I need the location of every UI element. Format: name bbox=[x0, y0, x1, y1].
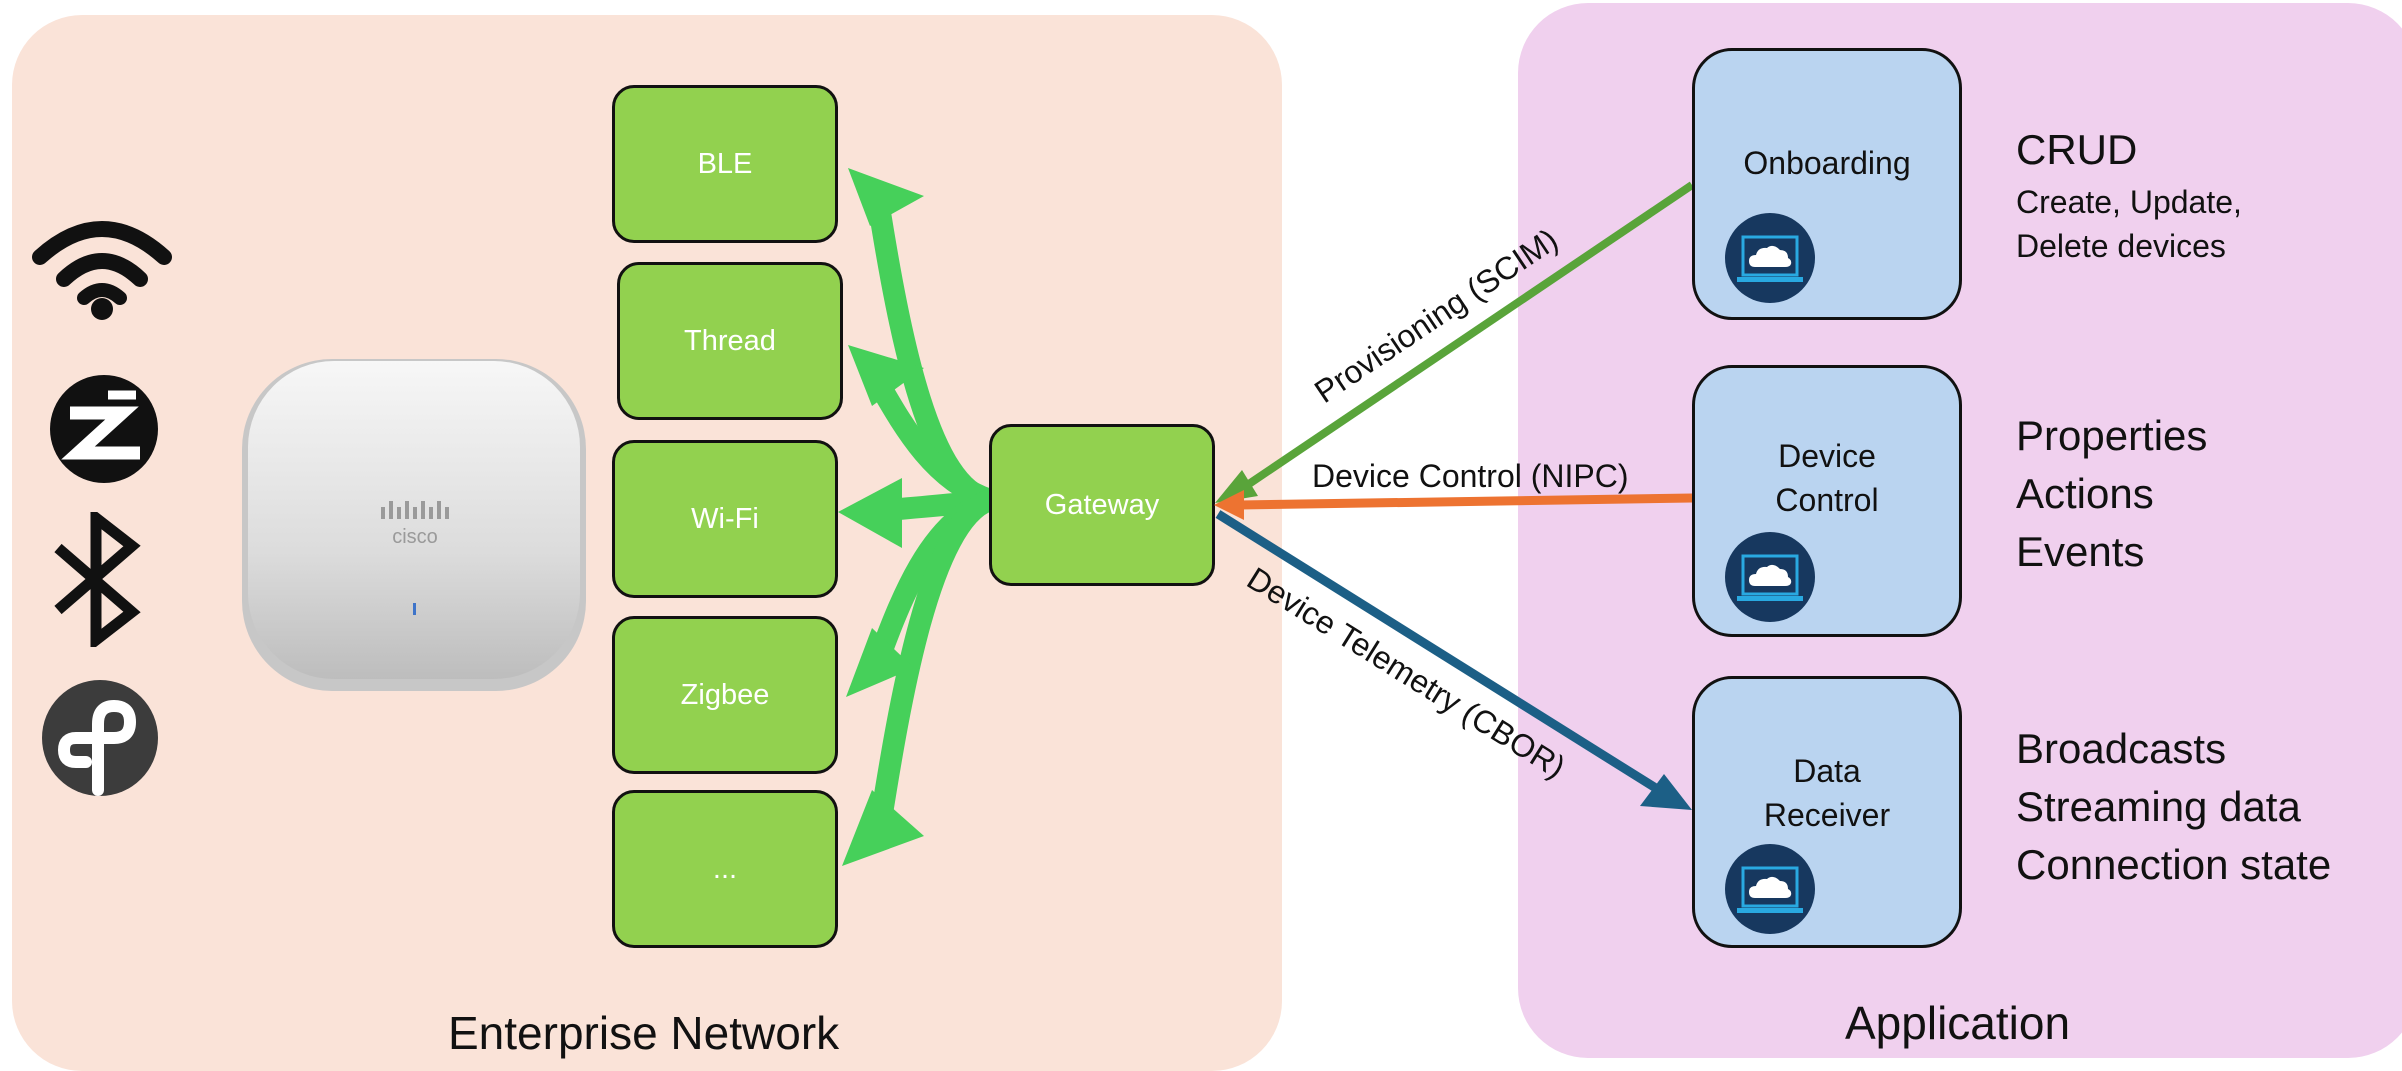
arrowhead-more bbox=[842, 790, 924, 866]
device-control-service: Device Control bbox=[1692, 365, 1962, 637]
bluetooth-icon bbox=[54, 512, 141, 647]
data-feature-connection-state: Connection state bbox=[2016, 841, 2332, 888]
gateway-box: Gateway bbox=[989, 424, 1215, 586]
zwave-icon bbox=[50, 375, 158, 483]
onboarding-label: Onboarding bbox=[1743, 145, 1911, 181]
data-receiver-label-2: Receiver bbox=[1763, 797, 1891, 833]
telemetry-line bbox=[1215, 510, 1673, 801]
arrowhead-zigbee bbox=[846, 628, 914, 697]
arrowhead-wifi bbox=[838, 478, 902, 548]
protocol-box-zigbee: Zigbee bbox=[612, 616, 838, 774]
device-control-label-1: Device bbox=[1778, 438, 1876, 474]
data-receiver-service: Data Receiver bbox=[1692, 676, 1962, 948]
device-control-label: Device Control (NIPC) bbox=[1312, 458, 1629, 494]
svg-text:cisco: cisco bbox=[392, 526, 438, 548]
control-line bbox=[1239, 493, 1693, 510]
protocol-box-thread: Thread bbox=[617, 262, 843, 420]
access-point-device: cisco bbox=[242, 359, 586, 691]
protocol-box-wifi: Wi-Fi bbox=[612, 440, 838, 598]
control-feature-actions: Actions bbox=[2016, 470, 2154, 517]
arrowhead-ble bbox=[848, 168, 924, 226]
control-feature-properties: Properties bbox=[2016, 412, 2208, 459]
protocol-box-more: ... bbox=[612, 790, 838, 948]
cloud-icon bbox=[1725, 213, 1815, 303]
control-feature-events: Events bbox=[2016, 528, 2145, 575]
crud-line-1: Create, Update, bbox=[2016, 184, 2242, 220]
onboarding-service: Onboarding bbox=[1692, 48, 1962, 320]
crud-line-2: Delete devices bbox=[2016, 228, 2226, 264]
data-receiver-label-1: Data bbox=[1793, 753, 1861, 789]
provisioning-arrowhead bbox=[1215, 470, 1258, 503]
arrow-to-more bbox=[869, 489, 995, 828]
application-label: Application bbox=[1845, 997, 2071, 1049]
provisioning-line bbox=[1237, 181, 1695, 494]
cloud-icon bbox=[1725, 532, 1815, 622]
crud-title: CRUD bbox=[2016, 126, 2138, 173]
cloud-icon bbox=[1725, 844, 1815, 934]
data-feature-broadcasts: Broadcasts bbox=[2016, 725, 2227, 772]
telemetry-arrowhead bbox=[1640, 774, 1692, 810]
wifi-icon bbox=[32, 221, 172, 320]
enterprise-network-label: Enterprise Network bbox=[448, 1007, 840, 1059]
device-control-label-2: Control bbox=[1775, 482, 1879, 518]
protocol-box-ble: BLE bbox=[612, 85, 838, 243]
control-arrowhead bbox=[1214, 490, 1244, 520]
thread-icon bbox=[42, 680, 158, 796]
arrowhead-thread bbox=[848, 345, 924, 406]
data-feature-streaming: Streaming data bbox=[2016, 783, 2301, 830]
